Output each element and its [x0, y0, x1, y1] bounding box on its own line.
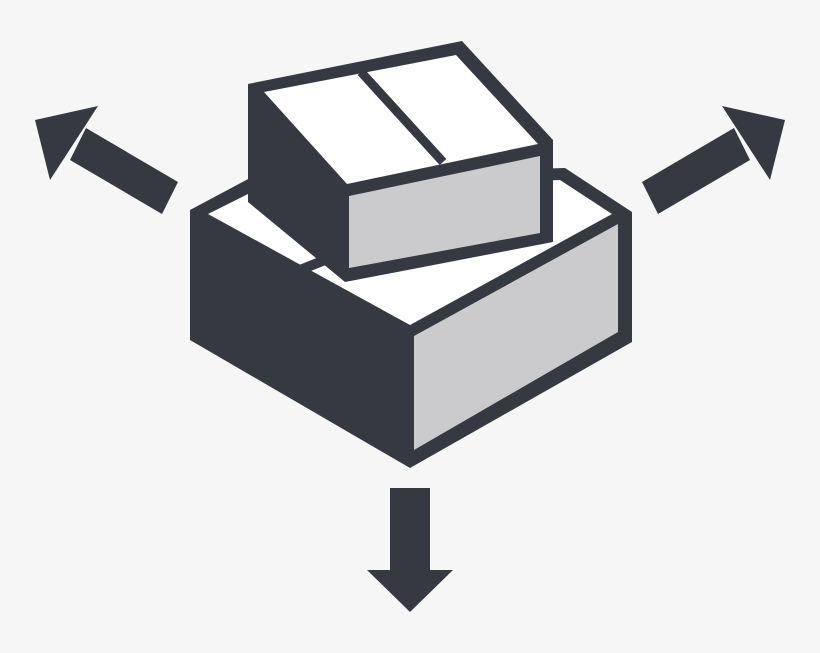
arrow-up-right-icon [642, 106, 785, 214]
arrow-down-icon [367, 488, 453, 612]
large-box-front-face [414, 224, 618, 450]
small-box-icon [248, 41, 553, 282]
small-box-front-face [349, 156, 540, 268]
small-box-tape-line [357, 68, 447, 166]
arrow-up-left-icon [35, 106, 178, 214]
